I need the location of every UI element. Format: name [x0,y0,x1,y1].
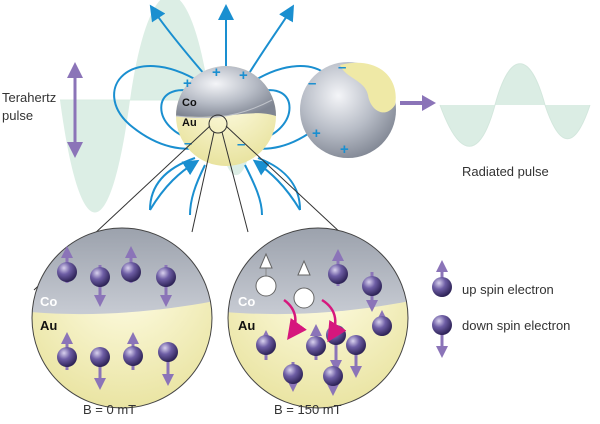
down-spin-electron [323,366,343,396]
b-zero-label: B = 0 mT [83,402,136,417]
plus-sign: + [183,75,192,92]
legend-up-spin-icon [432,260,452,297]
up-spin-electron [256,330,276,360]
electrons-right [255,249,392,396]
zoom-circle-b0 [31,227,213,409]
zoom-co-label: Co [40,294,57,309]
down-spin-electron [156,265,176,307]
radiated-label: Radiated pulse [462,164,549,179]
sphere-co-label: Co [182,97,197,109]
down-spin-electron [158,342,178,386]
terahertz-label: pulse [2,108,33,123]
down-spin-electron [90,265,110,307]
plus-sign: + [340,141,349,158]
legend: up spin electron down spin electron [432,260,570,358]
sphere-au-label: Au [182,117,197,129]
polarization-arrow [67,62,83,158]
electrons-left [57,246,178,390]
dipole-sphere [300,62,396,158]
up-spin-electron [328,249,348,286]
hole [293,259,315,309]
plus-sign: + [239,67,248,84]
hole [255,252,277,297]
zoom-spot [208,114,228,134]
spin-transfer-arrow [283,298,307,341]
legend-down-spin-icon [432,315,452,358]
down-spin-electron [90,347,110,390]
minus-sign: – [338,59,346,76]
down-spin-electron [362,272,382,312]
up-spin-electron [123,332,143,370]
spin-transfer-arrow [321,298,347,343]
co-au-sphere [175,66,276,166]
up-spin-electron [57,332,77,370]
up-spin-electron [372,310,392,336]
down-spin-electron [346,335,366,378]
plus-sign: + [312,125,321,142]
terahertz-label: Terahertz [2,90,56,105]
up-spin-electron [57,246,77,283]
down-spin-electron [283,362,303,392]
up-spin-electron [121,246,141,283]
zoom-au-label: Au [40,318,57,333]
up-spin-electron [306,324,326,360]
zoom-au-label: Au [238,318,255,333]
minus-sign: – [308,75,316,92]
terahertz-wave [60,0,260,213]
legend-up-label: up spin electron [462,282,554,297]
radiated-wave [439,63,591,147]
minus-sign: – [237,136,245,153]
legend-down-label: down spin electron [462,318,570,333]
b-150-label: B = 150 mT [274,402,342,417]
zoom-co-label: Co [238,294,255,309]
plus-sign: + [212,64,221,81]
minus-sign: – [184,135,192,152]
